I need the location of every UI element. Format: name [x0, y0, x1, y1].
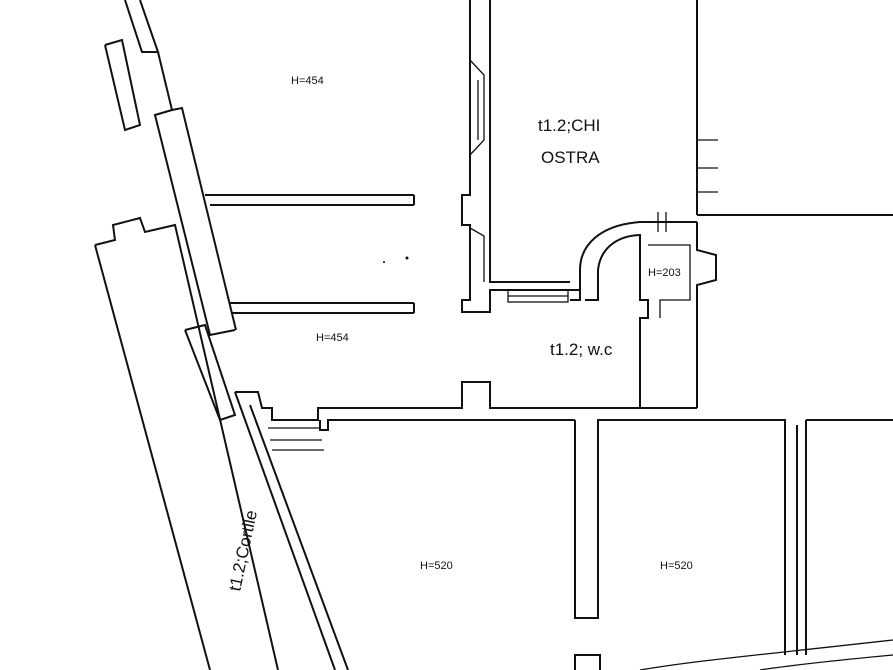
- chiostra-walls: [461, 0, 893, 313]
- corridor-walls: [235, 381, 697, 451]
- dot-mark: [383, 261, 385, 263]
- cortile-walls: [94, 216, 349, 670]
- bottom-rooms-walls: [574, 419, 893, 670]
- room-height-top: H=454: [291, 75, 324, 87]
- dot-mark: [405, 256, 409, 260]
- room-label-cortile: t1.2;Cortile: [225, 508, 261, 592]
- room-height-mid: H=454: [316, 332, 349, 344]
- room-label-wc: t1.2; w.c: [550, 340, 613, 359]
- room-height-wc: H=203: [648, 267, 681, 279]
- room-height-bottom-left: H=520: [420, 560, 453, 572]
- room-label-chiostra-2: OSTRA: [541, 148, 600, 167]
- curved-corridor: [570, 212, 697, 301]
- room-label-chiostra-1: t1.2;CHI: [538, 116, 600, 135]
- left-outer-wall: [104, 0, 415, 422]
- room-height-bottom-right: H=520: [660, 560, 693, 572]
- wc-walls: [639, 222, 717, 408]
